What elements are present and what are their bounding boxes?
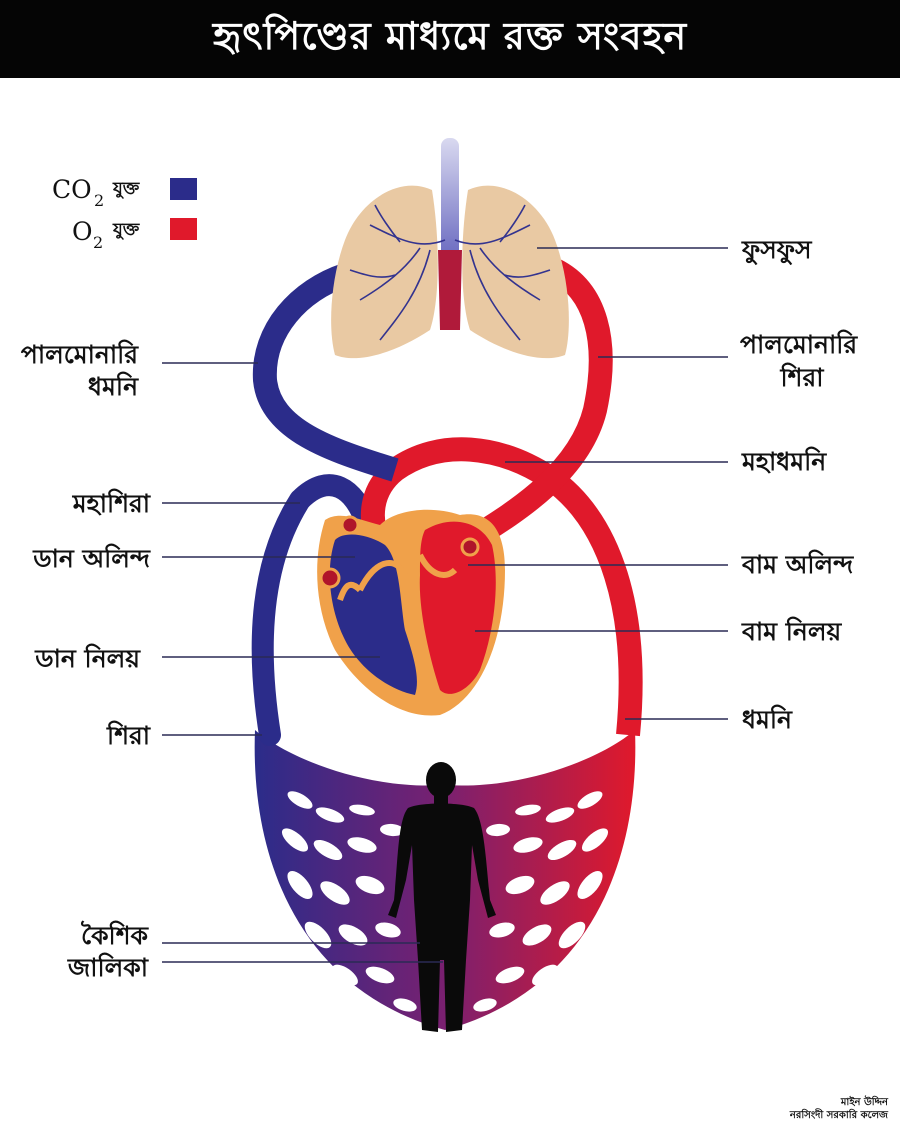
legend-co2-formula: CO	[52, 175, 92, 204]
label-artery: ধমনি	[742, 704, 793, 734]
label-left-ventricle: বাম নিলয়	[741, 616, 842, 646]
label-aorta: মহাধমনি	[741, 446, 827, 476]
label-right-atrium: ডান অলিন্দ	[32, 543, 151, 573]
label-right-ventricle: ডান নিলয়	[34, 643, 141, 673]
label-lungs: ফুসফুস	[741, 235, 813, 266]
credit-author: মাইন উদ্দিন	[840, 1094, 889, 1108]
lungs	[331, 138, 569, 359]
label-vein: শিরা	[106, 720, 152, 750]
pulmonary-artery	[252, 263, 399, 482]
label-pulmonary-vein-2: শিরা	[780, 362, 826, 392]
legend-o2-swatch	[170, 218, 197, 240]
capillary-holes	[281, 791, 609, 1012]
valve-opening-2	[319, 567, 341, 589]
label-pulmonary-artery-1: পালমোনারি	[21, 339, 139, 369]
leader-lines	[162, 247, 728, 963]
valve-opening-1	[340, 515, 360, 535]
label-pulmonary-vein-1: পালমোনারি	[740, 329, 858, 359]
legend: CO 2 যুক্ত O 2 যুক্ত	[52, 175, 197, 252]
legend-o2-formula: O	[72, 217, 93, 246]
credit-institution: নরসিংদী সরকারি কলেজ	[789, 1107, 889, 1121]
labels: ফুসফুস পালমোনারি ধমনি পালমোনারি শিরা মহা…	[21, 235, 858, 982]
credit: মাইন উদ্দিন নরসিংদী সরকারি কলেজ	[789, 1094, 889, 1121]
aorta	[360, 437, 643, 737]
vena-cava	[292, 474, 376, 524]
legend-o2-subscript: 2	[93, 233, 103, 252]
human-silhouette	[388, 762, 496, 1032]
label-pulmonary-artery-2: ধমনি	[88, 371, 139, 401]
systemic-vein	[251, 489, 311, 746]
label-vena-cava: মহাশিরা	[72, 488, 152, 518]
label-capillary-2: জালিকা	[67, 952, 150, 982]
left-lung	[331, 185, 438, 359]
title-bar: হৃৎপিণ্ডের মাধ্যমে রক্ত সংবহন	[0, 0, 900, 78]
heart	[317, 509, 505, 716]
legend-co2-subscript: 2	[94, 191, 104, 210]
legend-co2-word: যুক্ত	[112, 179, 141, 199]
legend-co2-swatch	[170, 178, 197, 200]
trachea	[441, 138, 459, 258]
legend-o2-word: যুক্ত	[112, 220, 141, 240]
lung-hilum	[438, 250, 462, 330]
valve-opening-3	[460, 537, 480, 557]
bronchi	[349, 204, 551, 341]
right-chambers	[329, 534, 417, 695]
label-left-atrium: বাম অলিন্দ	[741, 549, 854, 579]
heart-valves	[337, 553, 458, 601]
page-title: হৃৎপিণ্ডের মাধ্যমে রক্ত সংবহন	[212, 14, 688, 58]
pulmonary-vein	[463, 259, 613, 551]
label-capillary-1: কৈশিক	[80, 920, 150, 950]
right-lung	[462, 185, 569, 359]
